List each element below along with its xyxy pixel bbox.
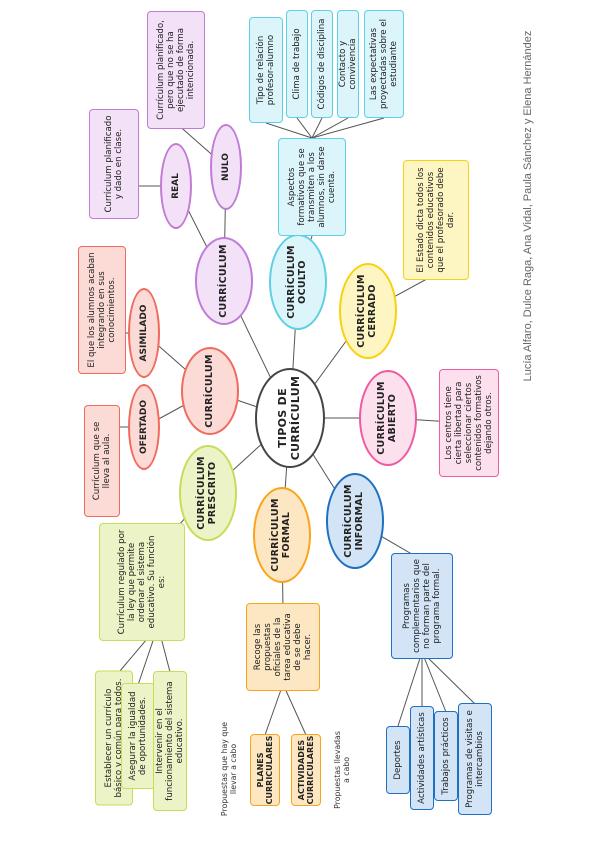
- oculto-item-1: Tipo de relación profesor-alumno: [249, 17, 283, 123]
- node-curriculum-oculto: CURRÍCULUM OCULTO: [269, 234, 327, 330]
- formal-description: Recoge las propuestas oficiales de la ta…: [246, 603, 320, 691]
- node-nulo: NULO: [210, 124, 242, 210]
- connector-line: [311, 117, 385, 139]
- central-node: TIPOS DE CURRÍCULUM: [255, 368, 325, 468]
- prescrito-function-2: Asegurar la igualdad de oportunidades.: [121, 683, 155, 789]
- connector-line: [311, 117, 349, 139]
- abierto-description: Los centros tiene cierta libertad para s…: [439, 369, 499, 477]
- informal-item-2: Actividades artísticas: [410, 706, 434, 810]
- formal-item-actividades: ACTIVIDADES CURRICULARES: [291, 734, 321, 806]
- oculto-description: Aspectos formativos que se transmiten a …: [278, 138, 346, 236]
- node-ofertado: OFERTADO: [128, 384, 160, 470]
- formal-item-planes: PLANES CURRICULARES: [250, 734, 280, 806]
- prescrito-description: Currículum regulado por la ley que permi…: [99, 523, 185, 641]
- node-curriculum-cerrado: CURRÍCULUM CERRADO: [339, 263, 397, 359]
- real-description: Currículum planificado y dado en clase.: [89, 109, 139, 219]
- oculto-item-3: Códigos de disciplina: [311, 10, 333, 118]
- node-asimilado: ASIMILADO: [128, 288, 160, 378]
- informal-item-1: Deportes: [386, 726, 410, 794]
- node-real: REAL: [160, 143, 192, 229]
- oculto-item-4: Contacto y convivencia: [337, 10, 359, 118]
- connector-line: [282, 683, 307, 736]
- oculto-item-5: Las expectativas proyectadas sobre el es…: [364, 10, 404, 118]
- informal-item-4: Programas de visitas e intercambios: [458, 703, 492, 815]
- ofertado-description: Currículum que se lleva al aula.: [84, 405, 120, 517]
- node-curriculum-asimilado-ofertado: CURRÍCULUM: [181, 347, 239, 435]
- connector-line: [296, 117, 313, 139]
- central-node-label: TIPOS DE CURRÍCULUM: [276, 375, 302, 461]
- asimilado-description: El que los alumnos acaban integrando en …: [78, 246, 126, 374]
- node-curriculum-formal: CURRÍCULUM FORMAL: [253, 487, 311, 583]
- oculto-item-2: Clima de trabajo: [286, 10, 308, 118]
- formal-note-2: Propuestas llevadas a cabo: [332, 731, 351, 809]
- node-curriculum-abierto: CURRÍCULUM ABIERTO: [359, 370, 417, 466]
- node-curriculum-real-nulo: CURRÍCULUM: [195, 237, 253, 325]
- connector-line: [311, 117, 323, 139]
- nulo-description: Currículum planificado, pero que no se h…: [147, 11, 205, 129]
- author-credit: Lucía Alfaro, Dulce Raga, Ana Vidal, Pau…: [522, 30, 534, 382]
- node-label: CURRÍCULUM PRESCRITO: [196, 456, 218, 530]
- formal-note-1: Propuestas que hay que llevar a cabo: [219, 721, 238, 817]
- node-curriculum-informal: CURRÍCULUM INFORMAL: [326, 473, 384, 569]
- connector-line: [421, 651, 476, 705]
- cerrado-description: El Estado dicta todos los contenidos edu…: [403, 160, 469, 280]
- connector-line: [264, 683, 284, 736]
- informal-description: Programas complementarios que no forman …: [391, 553, 453, 659]
- connector-line: [265, 122, 313, 139]
- informal-item-3: Trabajos prácticos: [434, 711, 458, 801]
- connector-line: [421, 651, 447, 713]
- node-curriculum-prescrito: CURRÍCULUM PRESCRITO: [179, 445, 237, 541]
- connector-line: [397, 651, 423, 727]
- prescrito-function-3: Intervenir en el funcionamiento del sist…: [153, 671, 187, 811]
